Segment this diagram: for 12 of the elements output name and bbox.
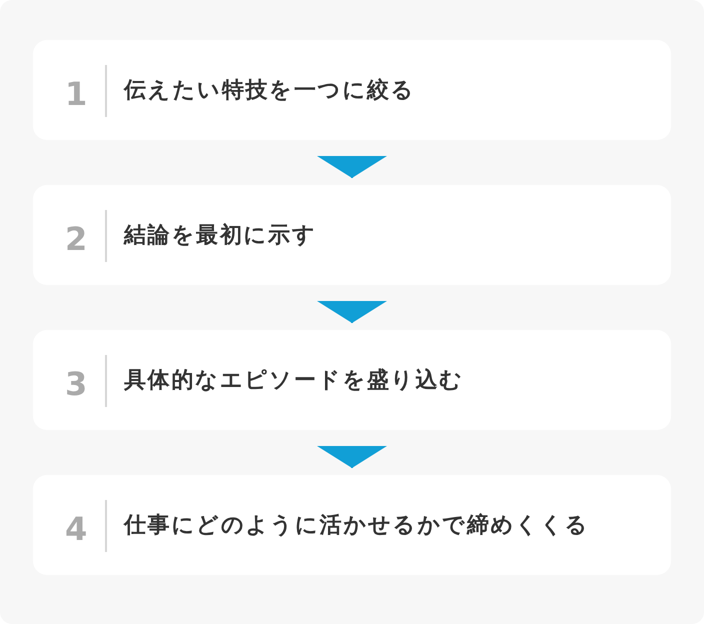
step-box: [33, 185, 671, 285]
step-text: 仕事にどのように活かせるかで締めくくる: [124, 512, 590, 540]
step-text: 伝えたい特技を一つに絞る: [124, 77, 416, 105]
step-number: 1: [65, 75, 88, 113]
step-number: 4: [65, 510, 88, 548]
step-box: [33, 40, 671, 140]
step-text: 具体的なエピソードを盛り込む: [124, 367, 464, 395]
step-number: 3: [65, 365, 88, 403]
step-number: 2: [65, 220, 88, 258]
step-box: [33, 330, 671, 430]
step-box: [33, 475, 671, 575]
step-text: 結論を最初に示す: [124, 222, 317, 250]
